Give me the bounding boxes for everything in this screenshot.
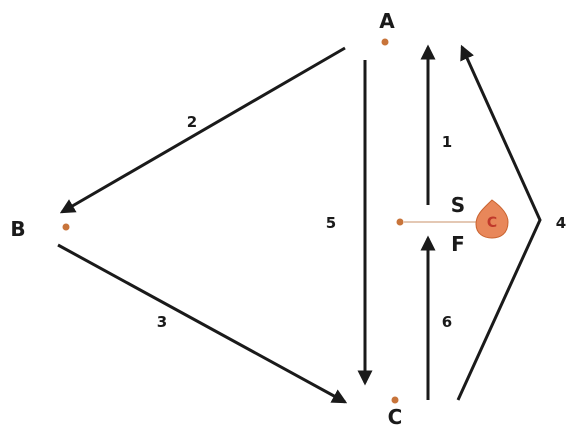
node-label-s: S xyxy=(451,193,465,217)
edge-2-arrow xyxy=(59,46,346,214)
marker-drop-icon xyxy=(475,199,509,239)
node-c-dot xyxy=(391,396,399,404)
edge-3-arrow xyxy=(57,243,348,404)
edge-4-arrow xyxy=(456,44,542,401)
node-sf-dot xyxy=(396,218,404,226)
node-label-c: C xyxy=(388,405,403,427)
edge-label-3: 3 xyxy=(157,313,167,331)
marker-label: C xyxy=(487,215,497,231)
edge-label-4: 4 xyxy=(556,214,566,232)
edge-label-5: 5 xyxy=(326,214,336,232)
edge-label-1: 1 xyxy=(442,133,452,151)
node-label-a: A xyxy=(379,9,395,33)
node-label-b: B xyxy=(10,217,25,241)
edge-label-2: 2 xyxy=(187,113,197,131)
node-a-dot xyxy=(381,38,389,46)
edge-label-6: 6 xyxy=(442,313,452,331)
node-b-dot xyxy=(62,223,70,231)
node-label-f: F xyxy=(451,232,465,256)
